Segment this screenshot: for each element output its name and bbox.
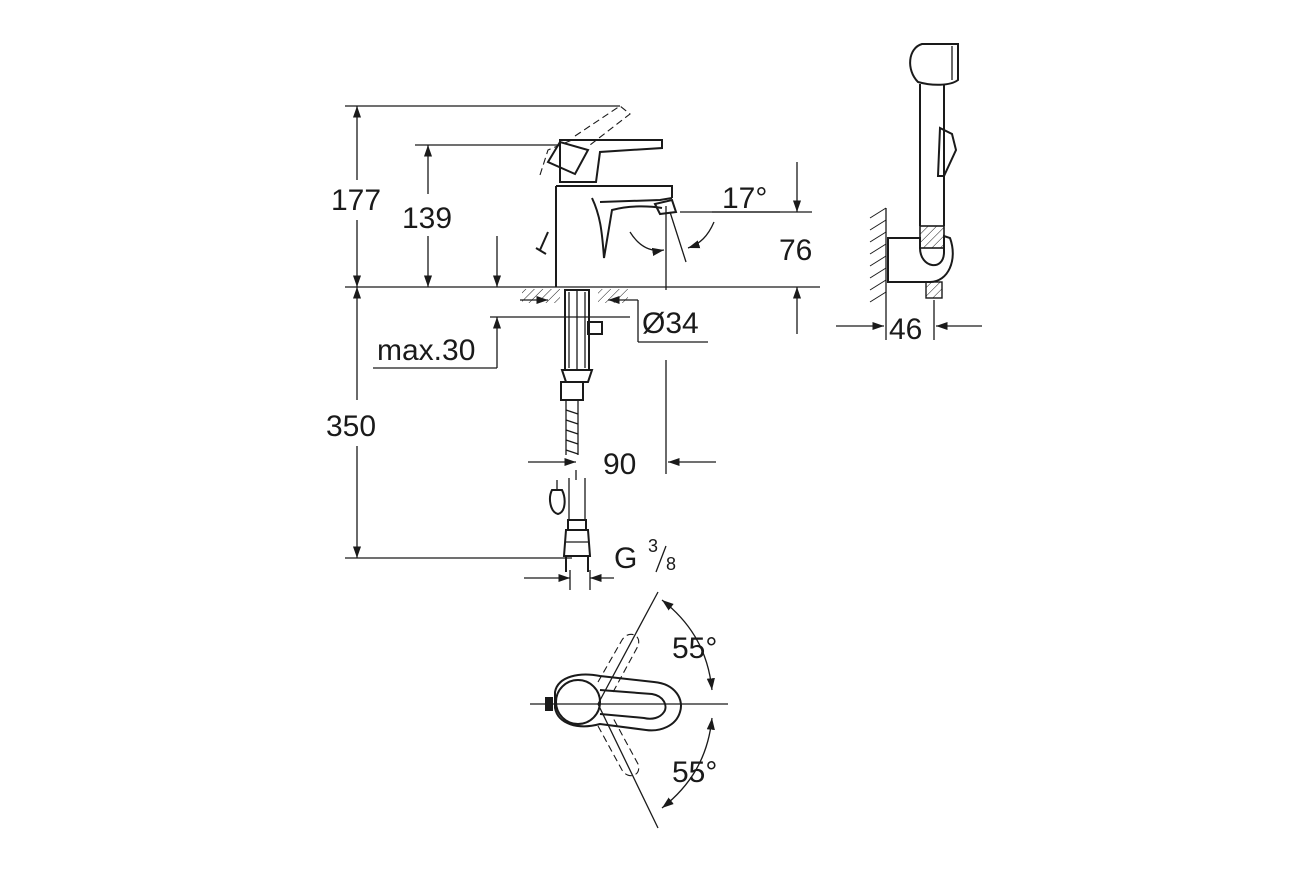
lever-cartridge [546,140,590,176]
counter-hatch-left [522,289,560,303]
dim-spout-angle: 17° [722,182,767,215]
lever-raised-outline-2 [539,139,573,176]
shower-grip [919,225,945,249]
hose-nub [925,281,943,299]
dim-thread-denominator: 8 [666,554,676,574]
shank-assembly [549,289,603,572]
dim-spout-drop: 76 [779,234,812,267]
popup-rod [535,231,549,255]
handle-rotated-lower [597,715,640,777]
lever-raised-outline [574,105,631,146]
dim-handle-angle-upper: 55° [672,632,717,665]
faucet-body [555,185,673,287]
dim-reach: 90 [603,448,636,481]
dim-connection-thread: G [614,542,637,575]
dim-holder-width: 46 [889,313,922,346]
handle-top-outline [554,673,682,732]
shower-trigger [936,126,958,177]
dim-spout-height: 139 [402,202,452,235]
faucet-top-view: 55° 55° [530,591,728,829]
faucet-side-view: 177 139 17° 76 Ø34 max.30 350 [326,105,820,590]
dim-handle-angle-lower: 55° [672,756,717,789]
lever-handle [559,139,663,183]
shower-tube [919,84,945,226]
dim-hose-length: 350 [326,410,376,443]
dim-max-thickness: max.30 [377,334,475,367]
handle-lever-top [599,689,667,720]
body-top [555,679,601,725]
spout [591,197,673,259]
hand-shower-view: 46 [836,43,982,346]
aerator [653,198,678,216]
dim-overall-height: 177 [331,184,381,217]
handle-rotated-upper [597,633,640,695]
dim-thread-numerator: 3 [648,536,658,556]
counter-hatch-right [598,289,628,303]
shower-head [909,43,959,86]
wall-holder [887,234,954,283]
dim-hole-diameter: Ø34 [642,307,699,340]
